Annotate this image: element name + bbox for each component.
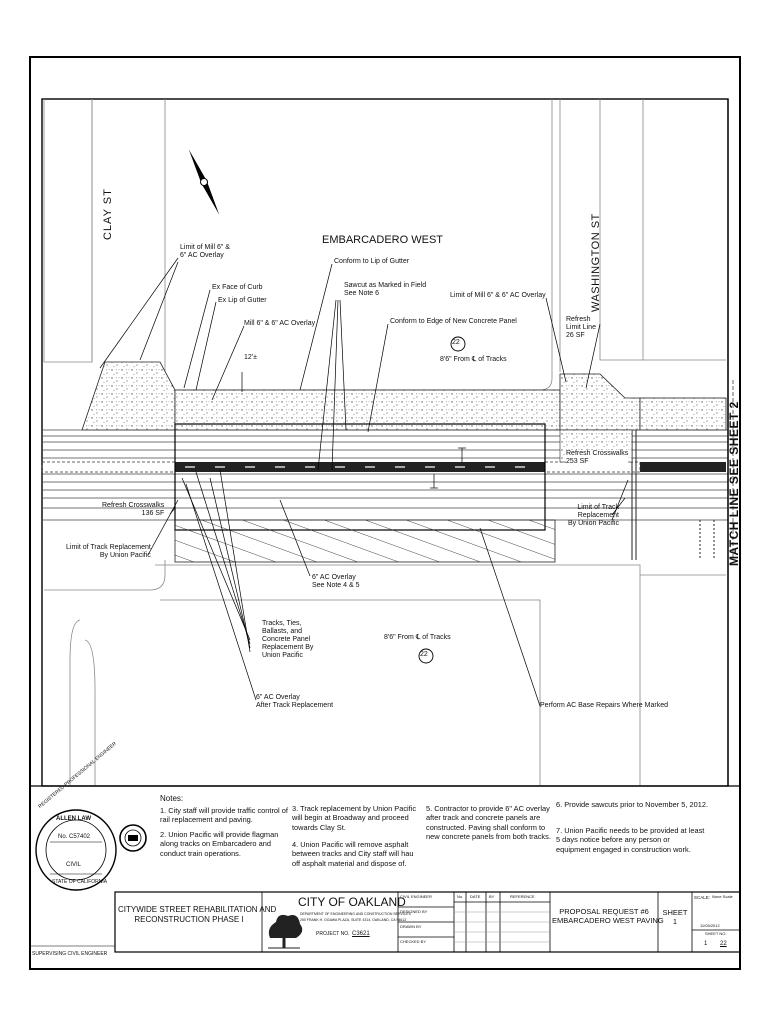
callout-conform-lip: Conform to Lip of Gutter: [334, 258, 410, 265]
callout-from-tracks-top: 8'6" From ℄ of Tracks: [440, 356, 507, 363]
note-6: 6. Provide sawcuts prior to November 5, …: [556, 800, 708, 809]
street-label-embarcadero: EMBARCADERO WEST: [322, 234, 444, 246]
rev-col-no: No.: [457, 894, 464, 899]
callout-base-repairs: Perform AC Base Repairs Where Marked: [540, 702, 668, 709]
callout-ac-overlay-note: 6" AC Overlay See Note 4 & 5: [312, 574, 360, 590]
callout-bubble-num-bottom: 22: [420, 651, 428, 658]
callout-tracks-ties: Tracks, Ties, Ballasts, and Concrete Pan…: [262, 620, 314, 660]
proposal-title: PROPOSAL REQUEST #6 EMBARCADERO WEST PAV…: [552, 907, 664, 925]
scale-label: SCALE:: [694, 895, 711, 900]
rev-col-ref: REFERENCE: [510, 894, 535, 899]
callout-after-track: 6" AC Overlay After Track Replacement: [256, 694, 334, 710]
callout-limit-track-right: Limit of Track Replacement By Union Paci…: [568, 504, 619, 528]
seal-number: No. C57402: [58, 834, 91, 840]
callout-conform-edge: Conform to Edge of New Concrete Panel: [390, 318, 517, 325]
crosswalk-right: [631, 430, 715, 560]
dept-name: DEPARTMENT OF ENGINEERING AND CONSTRUCTI…: [300, 912, 411, 916]
callout-refresh-cw-right: Refresh Crosswalks 253 SF: [566, 450, 629, 467]
callout-bubble-bottom: [418, 648, 434, 664]
track-rail-band: [175, 462, 545, 472]
sidewalk-washington: [559, 373, 641, 431]
title-block-frame: [114, 891, 741, 953]
ac-overlay-hatch: [174, 519, 556, 563]
city-stamp-icon: [119, 824, 147, 852]
civil-engineer-label: CIVIL ENGINEER: [400, 894, 432, 899]
scale-value: None Scale: [712, 894, 733, 899]
sheet-of-value: 22: [720, 941, 727, 947]
callout-ex-lip-gutter: Ex Lip of Gutter: [218, 297, 267, 304]
project-title: CITYWIDE STREET REHABILITATION AND RECON…: [118, 905, 277, 924]
checked-by-label: CHECKED BY: [400, 939, 427, 944]
north-arrow-icon: [188, 149, 220, 215]
street-label-clay: CLAY ST: [102, 188, 114, 240]
callout-refresh-limit: Refresh Limit Line 26 SF: [566, 316, 596, 340]
project-no-value: C3621: [352, 931, 370, 937]
note-1: 1. City staff will provide traffic contr…: [160, 806, 288, 825]
sheet-no-value: 1: [704, 941, 708, 947]
date-value: 11/05/2012: [700, 923, 720, 928]
note-4: 4. Union Pacific will remove asphalt bet…: [292, 840, 414, 868]
seal-state: STATE OF CALIFORNIA: [52, 879, 108, 885]
callout-from-tracks-bottom: 8'6" From ℄ of Tracks: [384, 634, 451, 641]
seal-discipline: CIVIL: [66, 862, 82, 868]
callout-limit-mill-right: Limit of Mill 6" & 6" AC Overlay: [450, 292, 546, 299]
callout-bubble-num-top: 22: [452, 339, 460, 346]
oakland-tree-logo-icon: [268, 914, 303, 949]
callout-limit-track-left: Limit of Track Replacement By Union Paci…: [66, 544, 151, 560]
callout-twelve: 12'±: [244, 354, 257, 361]
sheet-border: [29, 56, 741, 970]
sidewalk-clay: [81, 361, 176, 431]
sidewalk-right: [639, 397, 727, 431]
note-2: 2. Union Pacific will provide flagman al…: [160, 830, 279, 858]
note-5: 5. Contractor to provide 6" AC overlay a…: [426, 804, 551, 841]
callout-mill-overlay: Mill 6" & 6" AC Overlay: [244, 320, 316, 327]
drawn-by-label: DRAWN BY: [400, 924, 422, 929]
callout-ex-face-curb: Ex Face of Curb: [212, 284, 263, 291]
engineer-seal: [35, 809, 117, 891]
callout-sawcut: Sawcut as Marked in Field See Note 6: [344, 282, 427, 298]
dept-address: 250 FRANK H. OGAWA PLAZA, SUITE 4314, OA…: [300, 918, 407, 922]
match-line-label: MATCH LINE SEE SHEET 2: [727, 401, 741, 566]
seal-name: ALLEN LAW: [56, 816, 91, 822]
callout-limit-mill-left: Limit of Mill 6" & 6" AC Overlay: [180, 244, 230, 260]
city-name: CITY OF OAKLAND: [298, 895, 406, 909]
note-7: 7. Union Pacific needs to be provided at…: [556, 826, 705, 854]
callout-bubble-top: [450, 336, 466, 352]
street-label-washington: WASHINGTON ST: [590, 213, 602, 312]
notes-title: Notes:: [160, 794, 184, 803]
sheet-label: SHEET 1: [662, 908, 688, 926]
note-3: 3. Track replacement by Union Pacific wi…: [292, 804, 417, 832]
supervising-label: SUPERVISING CIVIL ENGINEER: [32, 951, 108, 957]
rev-col-by: BY: [489, 894, 495, 899]
rev-col-date: DATE: [470, 894, 481, 899]
project-no-label: PROJECT NO.: [316, 931, 350, 937]
designed-by-label: DESIGNED BY: [400, 909, 428, 914]
sheet-no-label: SHEET NO.: [705, 931, 727, 936]
limit-track-box: [174, 423, 546, 531]
leader-lines: [99, 257, 629, 707]
callout-refresh-cw-left: Refresh Crosswalks 136 SF: [102, 502, 165, 518]
